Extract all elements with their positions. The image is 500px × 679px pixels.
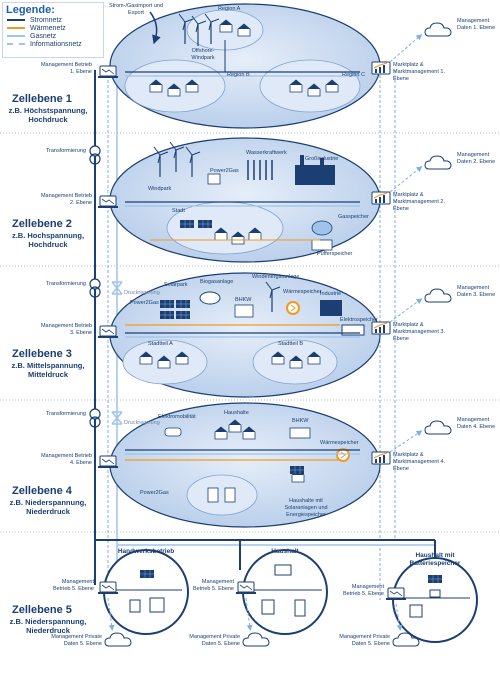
solarpark-label: Solarpark	[164, 282, 188, 288]
cell-level-1	[109, 3, 381, 129]
mgmt-label-5c: Management Betrieb 5. Ebene	[343, 584, 384, 597]
data-label-2: Management Daten 2. Ebene	[457, 152, 496, 165]
legend-title: Legende:	[6, 4, 55, 16]
bhkw-label-4: BHKW	[292, 418, 309, 424]
level-5-title: Zellebene 5	[12, 604, 72, 616]
haushalte-label: Haushalte	[224, 410, 249, 416]
industrie-label-3: Industrie	[320, 291, 342, 297]
level-1-subtitle: z.B. Höchstspannung, Hochdruck	[8, 106, 88, 124]
info-arrows	[107, 34, 423, 631]
cell-level-2	[109, 137, 381, 263]
mgmt-label-4: Management Betrieb 4. Ebene	[40, 453, 92, 466]
legend-item-info: Informationsnetz	[7, 40, 103, 48]
market-icons	[371, 61, 391, 465]
gas-regulation-label-2: Druckregelung	[124, 290, 160, 296]
wasserkraftwerk-label: Wasserkraftwerk	[246, 150, 287, 156]
mgmt-label-3: Management Betrieb 3. Ebene	[40, 323, 92, 336]
transform-label-1: Transformierung	[45, 148, 86, 154]
windpark-label: Windpark	[148, 186, 172, 192]
windenergieanlage-label: Windenergieanlage	[252, 274, 300, 280]
level-5-subtitle: z.B. Niederspannung, Niederdruck	[9, 617, 87, 635]
mgmt-label-5a: Management Betrieb 5. Ebene	[53, 579, 94, 592]
data-label-1: Management Daten 1. Ebene	[457, 18, 496, 31]
cell-level-5	[103, 549, 478, 643]
level-4-title: Zellebene 4	[12, 485, 72, 497]
legend-item-waerme: Wärmenetz	[7, 24, 103, 32]
handwerksbetrieb-title: Handwerksbetrieb	[117, 548, 175, 555]
level-3-subtitle: z.B. Mittelspannung, Mitteldruck	[11, 361, 85, 379]
legend: Legende: Stromnetz Wärmenetz Gasnetz Inf…	[2, 2, 104, 58]
private-data-label-5c: Management Private Daten 5. Ebene	[339, 634, 390, 647]
market-label-2: Marktplatz & Marktmanagement 2. Ebene	[393, 192, 445, 212]
market-label-3: Marktplatz & Marktmanagement 3. Ebene	[393, 322, 445, 342]
power2gas-label-4: Power2Gas	[140, 490, 169, 496]
emobility-label: Elektromobilität	[158, 414, 196, 420]
region-b-label: Region B	[227, 72, 250, 78]
stadtteil-b-label: Stadtteil B	[278, 341, 304, 347]
biogas-label: Biogasanlage	[200, 279, 234, 285]
haushalt-batterie-title: Haushalt mit Batteriespeicher	[409, 552, 461, 567]
level-2-subtitle: z.B. Hochspannung, Hochdruck	[11, 231, 85, 249]
level-1-title: Zellebene 1	[12, 93, 72, 105]
power2gas-label-3: Power2Gas	[130, 300, 159, 306]
grossindustrie-label: Großindustrie	[305, 156, 339, 162]
gas-regulation-label-3: Druckregelung	[124, 420, 160, 426]
gasspeicher-label: Gasspeicher	[338, 214, 369, 220]
stadtteil-a-label: Stadtteil A	[148, 341, 173, 347]
import-export-label: Strom-/Gasimport und Export	[108, 3, 164, 16]
transform-label-3: Transformierung	[45, 411, 86, 417]
mgmt-label-2: Management Betrieb 2. Ebene	[40, 193, 92, 206]
cell-level-4	[109, 402, 381, 528]
waermespeicher-label-3: Wärmespeicher	[283, 289, 322, 295]
data-label-3: Management Daten 3. Ebene	[457, 285, 496, 298]
mgmt-label-1: Management Betrieb 1. Ebene	[40, 62, 92, 75]
stadt-label: Stadt	[172, 208, 185, 214]
legend-label: Gasnetz	[30, 32, 57, 40]
level-3-title: Zellebene 3	[12, 348, 72, 360]
level-2-title: Zellebene 2	[12, 218, 72, 230]
legend-item-strom: Stromnetz	[7, 16, 103, 24]
region-a-label: Region A	[218, 6, 241, 12]
bhkw-label-3: BHKW	[235, 297, 252, 303]
power2gas-label-2: Power2Gas	[210, 168, 239, 174]
level-4-subtitle: z.B. Niederspannung, Niederdruck	[9, 498, 87, 516]
legend-label: Wärmenetz	[30, 24, 66, 32]
level-separators	[0, 132, 500, 533]
private-data-label-5b: Management Private Daten 5. Ebene	[189, 634, 240, 647]
haushalte-solar-label: Haushalte mit Solaranlagen und Energiesp…	[284, 498, 328, 518]
data-label-4: Management Daten 4. Ebene	[457, 417, 496, 430]
legend-item-gas: Gasnetz	[7, 32, 103, 40]
market-label-1: Marktplatz & Marktmanagement 1. Ebene	[393, 62, 445, 82]
waermespeicher-label-4: Wärmespeicher	[320, 440, 359, 446]
private-data-label-5a: Management Private Daten 5. Ebene	[51, 634, 102, 647]
market-label-4: Marktplatz & Marktmanagement 4. Ebene	[393, 452, 445, 472]
cell-level-3	[109, 272, 381, 398]
pufferspeicher-label: Pufferspeicher	[317, 251, 353, 257]
offshore-label: Offshore-Windpark	[191, 48, 215, 61]
legend-label: Stromnetz	[30, 16, 62, 24]
haushalt-title: Haushalt	[271, 548, 299, 555]
region-c-label: Region C	[342, 72, 365, 78]
mgmt-label-5b: Management Betrieb 5. Ebene	[193, 579, 234, 592]
transform-label-2: Transformierung	[45, 281, 86, 287]
elektrospeicher-label: Elektrospeicher	[340, 317, 378, 323]
legend-label: Informationsnetz	[30, 40, 82, 48]
